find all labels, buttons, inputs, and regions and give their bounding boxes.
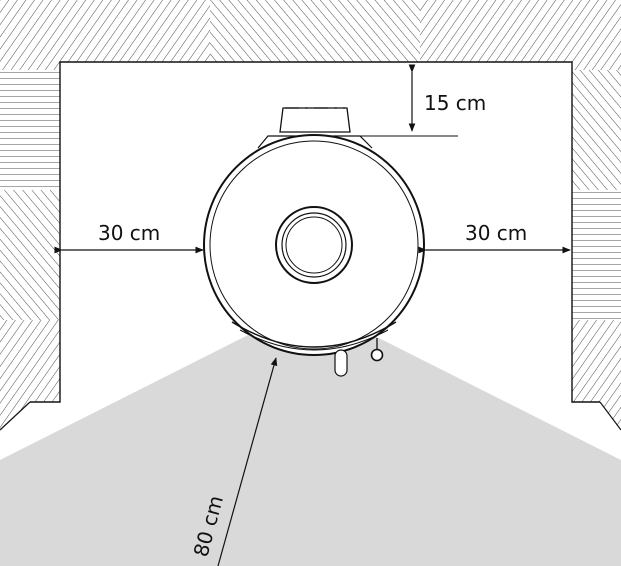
- left-clearance-label: 30 cm: [98, 221, 160, 245]
- front-radius-dimension: [217, 357, 278, 566]
- flue-outlet: [275, 206, 353, 284]
- top-clearance-dimension: [340, 64, 458, 137]
- stove-knob: [370, 338, 384, 362]
- wall-left-lower-edge: [0, 401, 31, 431]
- stove-handle: [334, 349, 348, 377]
- wall-inner-outline: [30, 61, 600, 403]
- top-clearance-label: 15 cm: [424, 91, 486, 115]
- right-clearance-label: 30 cm: [465, 221, 527, 245]
- front-clearance-zone: [0, 330, 621, 566]
- wall-right-lower-edge: [599, 401, 621, 431]
